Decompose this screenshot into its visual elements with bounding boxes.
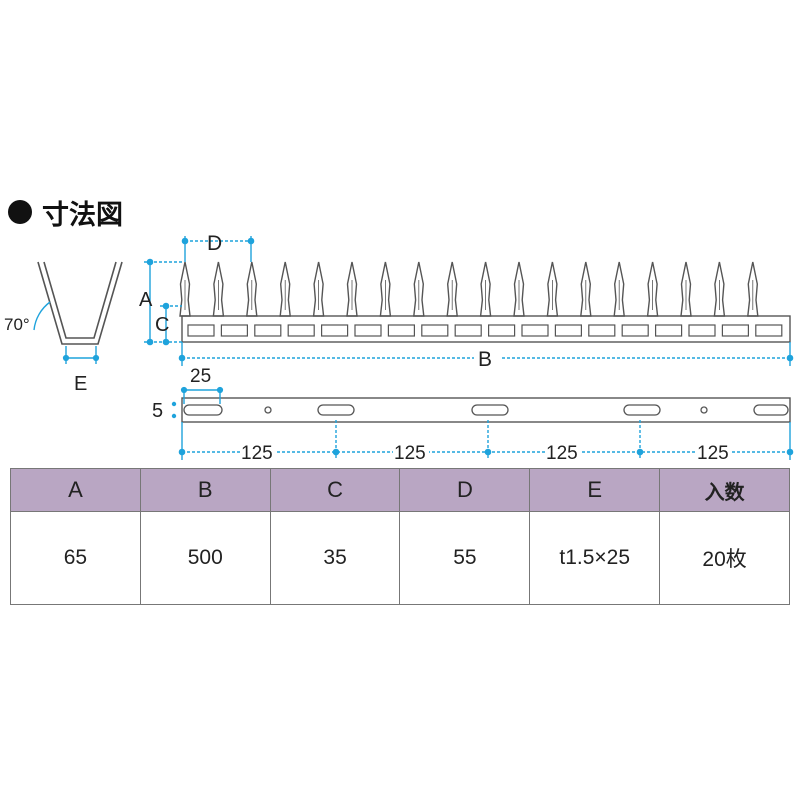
- label-B: B: [478, 348, 492, 371]
- angle-arc: [33, 301, 51, 331]
- header-A: A: [10, 468, 141, 512]
- spec-value-row: 65 500 35 55 t1.5×25 20枚: [10, 511, 790, 605]
- spike-row: [179, 261, 759, 317]
- pitch-label-4: 125: [697, 443, 729, 464]
- bullet-icon: [8, 200, 32, 224]
- base-window: [454, 324, 482, 337]
- spike-base: [181, 315, 791, 343]
- header-E: E: [529, 468, 661, 512]
- label-slot: 25: [190, 366, 211, 387]
- base-window: [187, 324, 215, 337]
- label-A: A: [139, 289, 153, 311]
- dim-slot: [180, 386, 224, 404]
- spec-table: A B C D E 入数 65 500 35 55 t1.5×25 20枚: [10, 468, 790, 605]
- header-B: B: [139, 468, 271, 512]
- label-E: E: [74, 373, 87, 395]
- dim-thickness: [171, 401, 177, 419]
- dim-pitch: [178, 420, 794, 460]
- base-window: [287, 324, 315, 337]
- dim-D: [181, 236, 255, 262]
- base-window: [421, 324, 449, 337]
- plan-strip: [181, 397, 791, 423]
- spec-header-row: A B C D E 入数: [10, 468, 790, 512]
- base-window: [755, 324, 783, 337]
- pitch-label-1: 125: [241, 443, 273, 464]
- base-window: [321, 324, 349, 337]
- dim-E: [62, 346, 100, 364]
- base-window: [220, 324, 248, 337]
- base-window: [488, 324, 516, 337]
- label-C: C: [155, 314, 169, 336]
- base-window: [621, 324, 649, 337]
- base-window: [521, 324, 549, 337]
- angle-label: 70°: [4, 315, 30, 334]
- label-thickness: 5: [152, 400, 163, 422]
- header-C: C: [269, 468, 401, 512]
- base-window: [721, 324, 750, 337]
- header-D: D: [399, 468, 531, 512]
- value-E: t1.5×25: [529, 511, 661, 605]
- header-quantity: 入数: [659, 468, 790, 512]
- section-title: 寸法図: [8, 192, 123, 232]
- base-window: [588, 324, 616, 337]
- value-B: 500: [139, 511, 271, 605]
- base-window: [354, 324, 382, 337]
- label-D: D: [207, 232, 222, 255]
- base-window: [688, 324, 716, 337]
- side-profile: [37, 261, 123, 345]
- value-C: 35: [269, 511, 401, 605]
- pitch-label-2: 125: [394, 443, 426, 464]
- base-windows: [187, 324, 783, 337]
- base-window: [554, 324, 583, 337]
- section-title-text: 寸法図: [42, 199, 123, 231]
- dimension-drawing: 70° E D A C B: [4, 232, 794, 464]
- pitch-label-3: 125: [546, 443, 578, 464]
- mounting-slots: [183, 404, 789, 416]
- value-quantity: 20枚: [659, 511, 790, 605]
- value-D: 55: [399, 511, 531, 605]
- base-window: [387, 324, 415, 337]
- base-window: [654, 324, 683, 337]
- dim-A-C: [144, 258, 182, 346]
- base-window: [254, 324, 282, 337]
- value-A: 65: [10, 511, 141, 605]
- dim-B: [178, 342, 794, 366]
